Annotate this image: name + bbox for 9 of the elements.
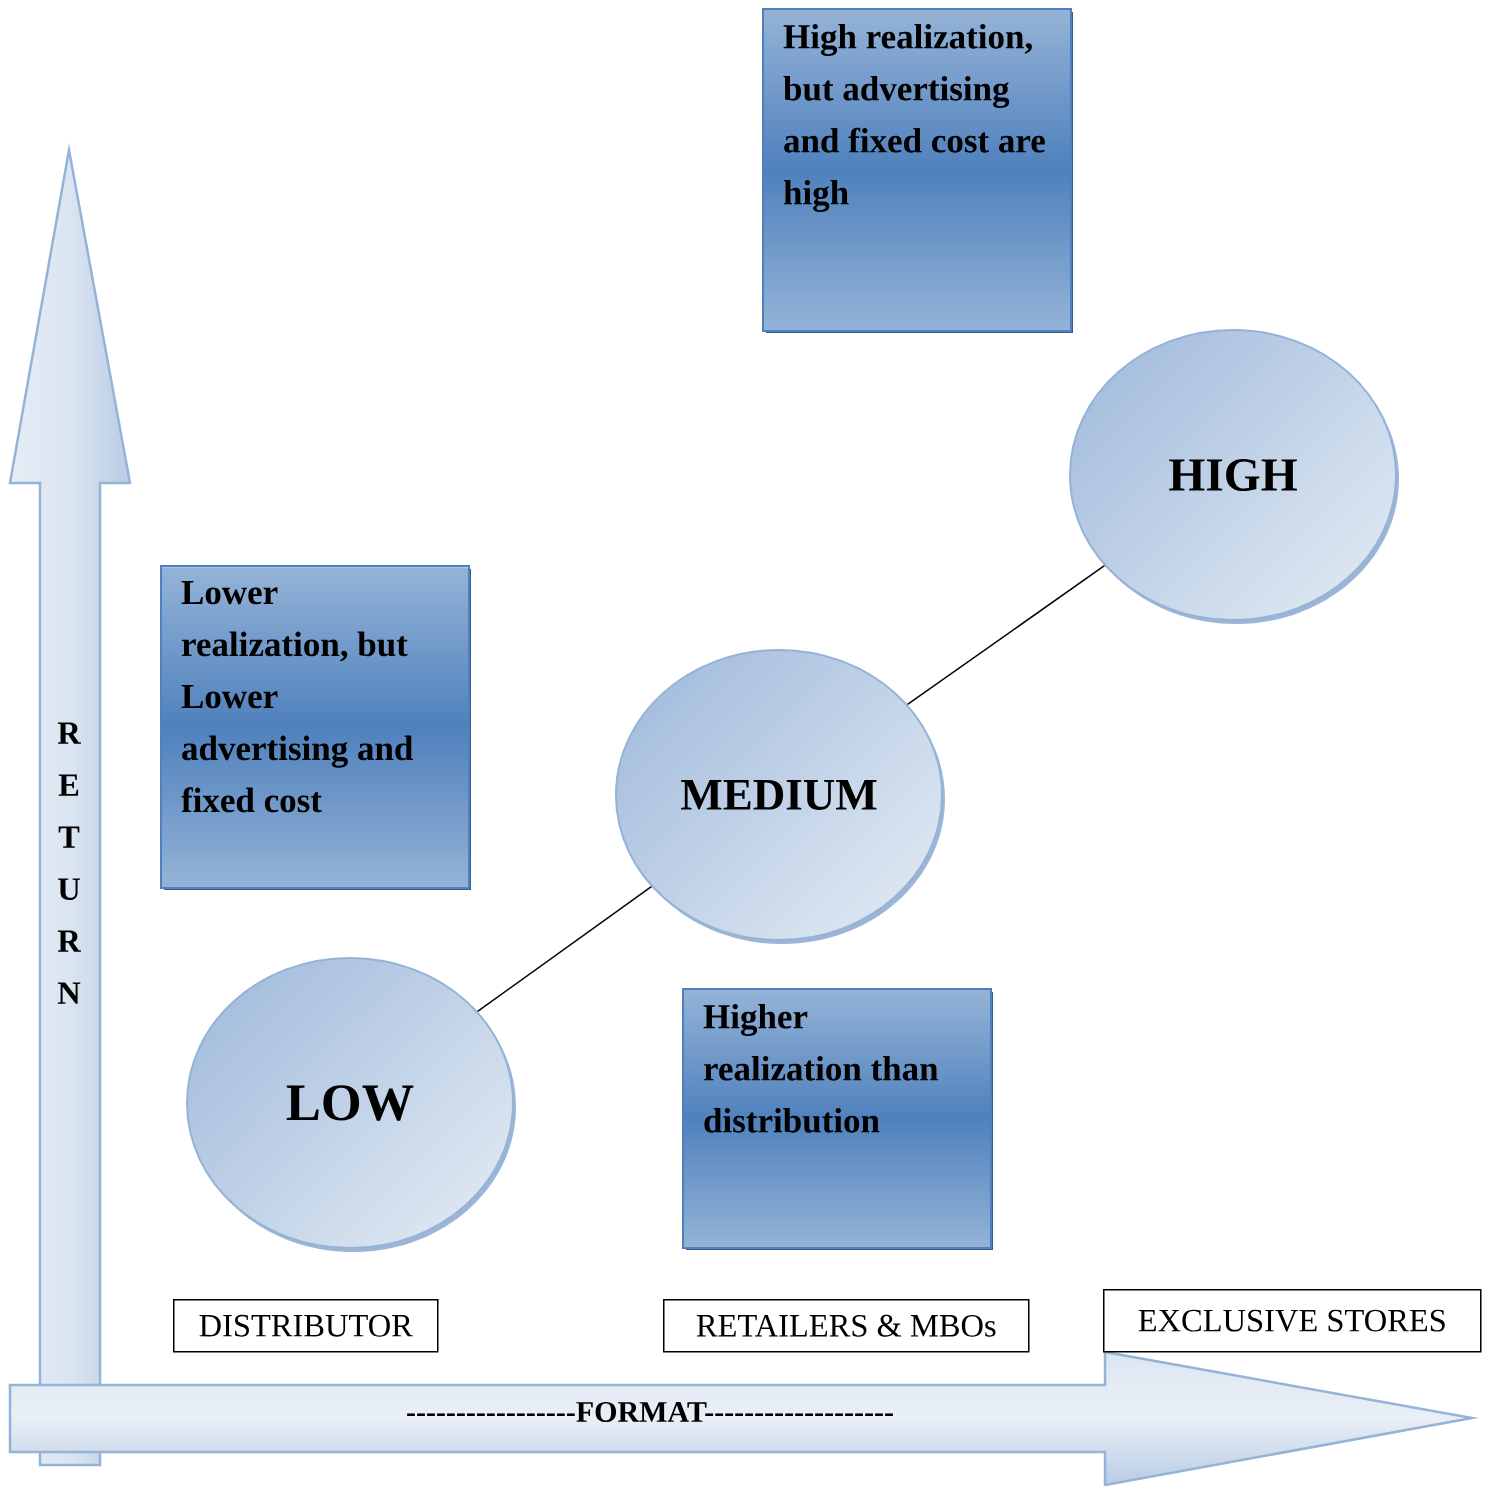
connector-line xyxy=(476,885,653,1013)
text-box: Higher realization than distribution xyxy=(682,988,993,1250)
text-box: High realization, but advertising and fixed cost are high xyxy=(762,8,1073,333)
axis-label: R E T U R N xyxy=(57,722,82,1004)
axis-label: -----------------FORMAT------------------- xyxy=(407,1401,893,1423)
category-box: RETAILERS & MBOs xyxy=(663,1299,1030,1353)
text-box: Lower realization, but Lower advertising and fixed cost xyxy=(160,565,471,890)
category-box: EXCLUSIVE STORES xyxy=(1103,1289,1482,1353)
connector-line xyxy=(906,564,1106,706)
